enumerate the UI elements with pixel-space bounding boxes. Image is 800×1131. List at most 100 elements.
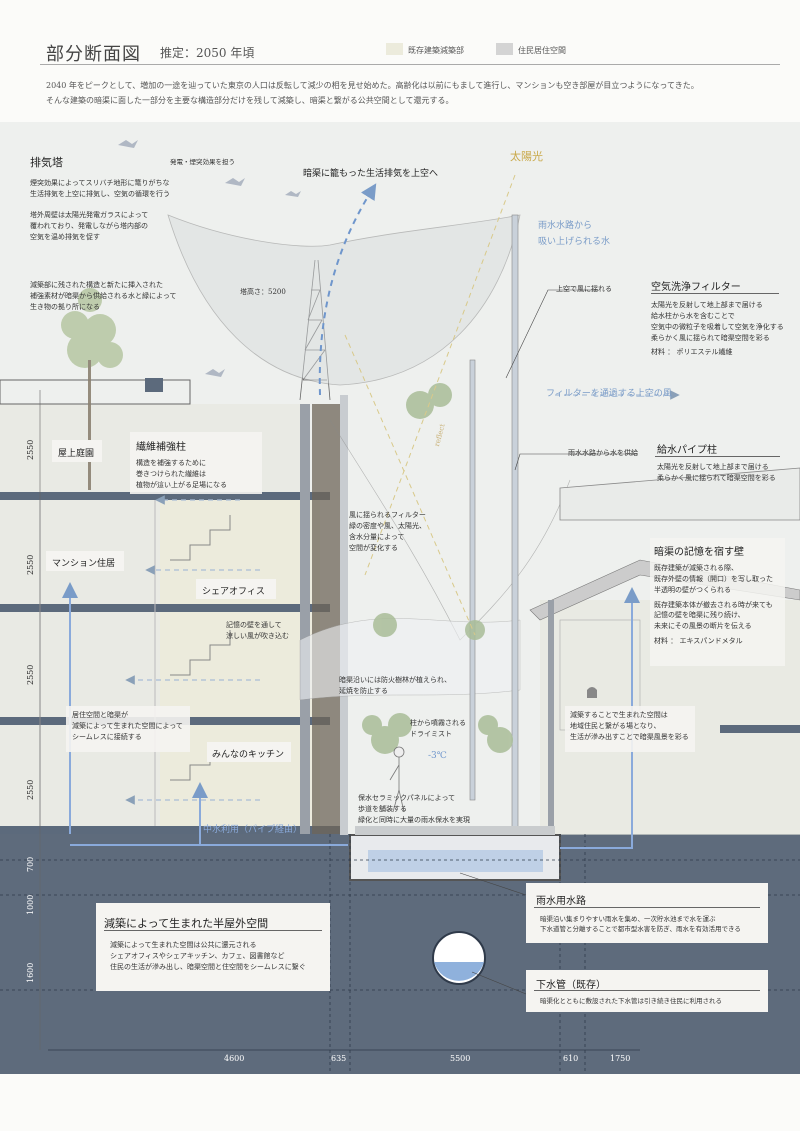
page-title: 部分断面図 — [46, 44, 141, 65]
dim-horizontal-3: 5500 — [450, 1054, 471, 1063]
memory-wall-body: 既存建築が減築される際、 既存外壁の情報（開口）を写し取った 半透明の壁がつくら… — [654, 563, 773, 647]
rain-channel-rule — [534, 907, 760, 908]
page-subtitle: 推定：2050 年頃 — [160, 46, 255, 60]
air-filter-material: 材料 ： ポリエステル繊維 — [651, 348, 733, 357]
rooftop-garden-label: 屋上庭園 — [58, 449, 95, 459]
ceramic-line-1: 保水セラミックパネルによって — [358, 794, 456, 802]
memory-wall-body2-line-1: 既存建築本体が撤去される時が来ても — [654, 600, 773, 609]
exhaust-tower-body-2: 塔外周壁は太陽光発電ガラスによって 覆われており、発電しながら塔内部の 空気を温… — [30, 210, 148, 243]
cool-wind-line-1: 記憶の壁を通して — [226, 621, 282, 629]
exhaust-tower — [299, 259, 331, 401]
air-filter-body-line-4: 柔らかく風に揺られて暗渠空間を彩る — [651, 333, 770, 342]
rain-channel-basin — [349, 826, 561, 881]
filter-note-line-4: 空間が変化する — [349, 543, 398, 552]
exhaust-tower-body-3: 減築部に残された構造と新たに挿入された 補強素材が暗渠から供給される水と緑によっ… — [30, 280, 176, 313]
memory-wall-box — [650, 538, 785, 666]
intro-line-1: 2040 年をピークとして、増加の一途を辿っていた東京の人口は反転して減少の相を… — [46, 81, 699, 90]
fiber-column-body-line-1: 構造を補強するために — [136, 459, 206, 467]
footer-band — [0, 1074, 800, 1131]
new-space-line-2: 地域住民と繋がる場となり、 — [570, 721, 661, 730]
cat-figure — [587, 687, 597, 698]
apartment-label: マンション住居 — [52, 559, 116, 569]
exhaust-arrow-label: 暗渠に籠もった生活排気を上空へ — [303, 169, 439, 179]
semi-outdoor-title: 減築によって生まれた半屋外空間 — [104, 917, 269, 930]
dim-horizontal-2: 635 — [331, 1054, 347, 1063]
fireproof-line-1: 暗渠沿いには防火樹林が植えられ、 — [339, 676, 452, 684]
header: 部分断面図 推定：2050 年頃 既存建築減築部 住民居住空間 2040 年をピ… — [0, 0, 800, 122]
memory-wall-material: 材料 ： エキスパンドメタル — [654, 637, 743, 646]
semi-outdoor-rule — [104, 930, 322, 931]
kitchen-label-box — [207, 742, 291, 762]
fireproof-note: 暗渠沿いには防火樹林が植えられ、 延焼を防止する — [339, 675, 451, 697]
exhaust-tower-body-2-line-2: 覆われており、発電しながら塔内部の — [30, 221, 148, 230]
exhaust-tower-body-3-line-3: 生き物の拠り所になる — [30, 302, 100, 311]
wind-top-label: 上空で風に揺れる — [556, 285, 612, 293]
intro-line-2: そんな建築の暗渠に面した一部分を主要な構造部分だけを残して減築し、暗渠と繋がる公… — [46, 96, 454, 105]
rain-channel-body: 暗渠沿い集まりやすい雨水を集め、一次貯水池まで水を運ぶ 下水道管と分離することで… — [540, 914, 741, 934]
water-pillar-title: 給水パイプ柱 — [657, 445, 717, 456]
memory-wall-body-line-2: 既存外壁の情報（開口）を写し取った — [654, 574, 773, 583]
memory-wall-body2-line-2: 記憶の壁を暗渠に残り続け、 — [654, 611, 745, 620]
fiber-column-body-line-2: 巻きつけられた繊維は — [136, 469, 206, 478]
exhaust-tower-body-2-line-1: 塔外周壁は太陽光発電ガラスによって — [30, 211, 149, 219]
seamless-line-3: シームレスに接続する — [72, 732, 142, 741]
dim-vertical-5: 700 — [26, 856, 35, 872]
exhaust-tower-body-1-line-2: 生活排気を上空に排気し、空気の循環を行う — [30, 189, 170, 198]
air-filter-body-line-1: 太陽光を反射して地上部まで届ける — [651, 301, 763, 309]
memory-wall-title: 暗渠の記憶を宿す壁 — [654, 547, 744, 558]
air-filter-body: 太陽光を反射して地上部まで届ける 給水柱から水を含むことで 空気中の微粒子を吸着… — [651, 300, 784, 358]
filter-note-line-3: 含水分量によって — [349, 532, 405, 541]
midwater-label: 中水利用（パイプ経由） — [203, 825, 303, 835]
semi-outdoor-body-line-1: 減築によって生まれた空間は公共に還元される — [110, 941, 257, 949]
dim-horizontal-4: 610 — [563, 1054, 579, 1063]
water-pipe-pillar-2 — [469, 359, 476, 801]
sewer-box — [526, 970, 768, 1012]
semi-outdoor-body-line-2: シェアオフィスやシェアキッチン、カフェ、図書館など — [110, 951, 285, 960]
exhaust-tower-body-2-line-3: 空気を温め排気を促す — [30, 232, 100, 241]
air-filter-title: 空気洗浄フィルター — [651, 282, 741, 293]
dim-vertical-4: 2550 — [26, 779, 35, 800]
exhaust-tower-title: 排気塔 — [30, 156, 63, 169]
water-lift-label: 雨水水路から 吸い上げられる水 — [538, 218, 610, 250]
fireproof-line-2: 延焼を防止する — [339, 686, 388, 695]
temperature-label: -3℃ — [428, 751, 447, 761]
seamless-note-box — [66, 706, 190, 752]
fiber-column-box — [130, 432, 262, 494]
semi-outdoor-body-line-3: 住民の生活が滲み出し、暗渠空間と住空間をシームレスに繋ぐ — [110, 962, 306, 971]
ceramic-note: 保水セラミックパネルによって 歩道を舗装する 緑化と同時に大量の雨水保水を実現 — [358, 793, 470, 826]
water-pillar-rule — [655, 456, 780, 457]
ceramic-line-3: 緑化と同時に大量の雨水保水を実現 — [358, 815, 470, 824]
mist-note: 柱から噴霧される ドライミスト — [410, 718, 466, 740]
dim-vertical-6: 1000 — [26, 894, 35, 915]
water-pillar-body-line-2: 柔らかく風に揺られて暗渠空間を彩る — [657, 473, 776, 482]
water-pipe-pillar — [511, 214, 519, 836]
memory-wall-body-line-1: 既存建築が減築される際、 — [654, 564, 738, 572]
power-note: 発電・煙突効果を担う — [170, 158, 235, 166]
mist-line-2: ドライミスト — [410, 729, 452, 738]
tower-height-label: 塔高さ：5200 — [240, 288, 286, 296]
legend-swatch-existing — [386, 43, 403, 55]
fiber-column-body-line-3: 植物が這い上がる足場になる — [136, 480, 227, 489]
exhaust-tower-body-3-line-2: 補強素材が暗渠から供給される水と緑によって — [30, 291, 177, 300]
air-filter-rule — [651, 293, 779, 294]
rooftop-label-box — [52, 440, 102, 462]
memory-wall-body-line-3: 半透明の壁がつくられる — [654, 585, 731, 594]
water-lift-line-1: 雨水水路から — [538, 221, 593, 231]
rain-channel-body-line-1: 暗渠沿い集まりやすい雨水を集め、一次貯水池まで水を運ぶ — [540, 915, 716, 923]
water-lift-line-2: 吸い上げられる水 — [538, 237, 611, 248]
share-office-label-box — [196, 579, 276, 599]
kitchen-label: みんなのキッチン — [212, 750, 285, 760]
dim-vertical-3: 2550 — [26, 664, 35, 685]
air-filter-body-line-3: 空気中の微粒子を吸着して空気を浄化する — [651, 322, 784, 331]
new-space-note: 減築することで生まれた空間は 地域住民と繋がる場となり、 生活が滲み出すことで暗… — [570, 710, 689, 743]
filter-note-line-1: 風に揺られるフィルター — [349, 511, 426, 519]
water-pillar-body: 太陽光を反射して地上部まで届ける 柔らかく風に揺られて暗渠空間を彩る — [657, 462, 776, 484]
fiber-column-body: 構造を補強するために 巻きつけられた繊維は 植物が這い上がる足場になる — [136, 458, 227, 491]
seamless-line-2: 減築によって生まれた空間によって — [72, 721, 183, 730]
cool-wind-note: 記憶の壁を通して 涼しい風が吹き込む — [226, 620, 289, 642]
rooftop-tree — [61, 288, 123, 490]
semi-outdoor-body: 減築によって生まれた空間は公共に還元される シェアオフィスやシェアキッチン、カフ… — [110, 940, 306, 973]
legend-label-existing: 既存建築減築部 — [408, 46, 464, 55]
exhaust-tower-body-1: 煙突効果によってスリバチ地形に篭りがちな 生活排気を上空に排気し、空気の循環を行… — [30, 178, 170, 200]
rain-channel-title: 雨水用水路 — [536, 896, 586, 907]
